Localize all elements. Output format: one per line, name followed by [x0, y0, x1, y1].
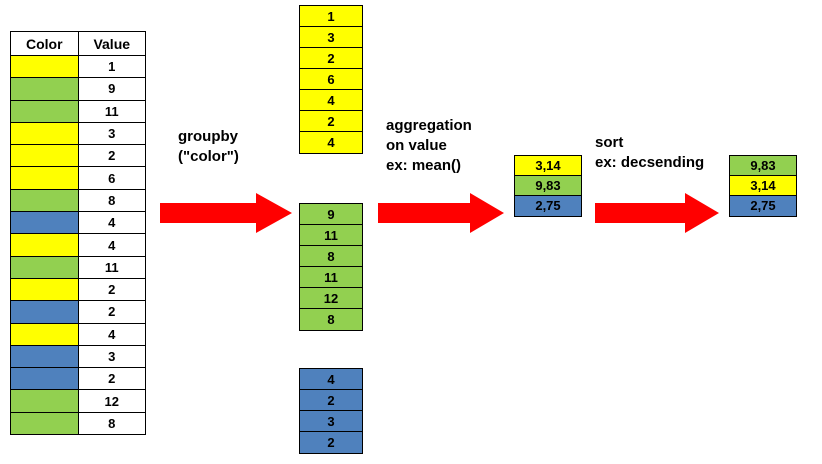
table-row: 9 — [10, 77, 146, 101]
aggregation-arrow-icon — [378, 193, 504, 233]
value-cell: 8 — [77, 411, 146, 436]
value-cell: 4 — [77, 322, 146, 346]
aggregation-cell: 3,14 — [515, 156, 581, 176]
table-row: 3 — [10, 121, 146, 146]
table-row: 2 — [10, 367, 146, 391]
group-cell: 6 — [300, 69, 362, 90]
group-cell: 8 — [300, 309, 362, 330]
value-cell: 3 — [77, 121, 146, 146]
group-cell: 2 — [300, 432, 362, 453]
sort-arrow-icon — [595, 193, 719, 233]
group-cell: 8 — [300, 246, 362, 267]
table-row: 11 — [10, 255, 146, 279]
group-cell: 1 — [300, 6, 362, 27]
color-swatch-cell — [10, 54, 79, 79]
group-cell: 4 — [300, 369, 362, 390]
table-row: 11 — [10, 99, 146, 123]
table-row: 1 — [10, 54, 146, 79]
color-swatch-cell — [10, 411, 79, 436]
group-cell: 11 — [300, 267, 362, 288]
groupby-arrow-icon — [160, 193, 292, 233]
table-row: 2 — [10, 144, 146, 168]
group-cell: 12 — [300, 288, 362, 309]
color-swatch-cell — [10, 300, 79, 324]
value-cell: 8 — [77, 188, 146, 213]
table-row: 2 — [10, 277, 146, 302]
color-swatch-cell — [10, 233, 79, 257]
color-swatch-cell — [10, 99, 79, 123]
group-cell: 9 — [300, 204, 362, 225]
group-cell: 3 — [300, 27, 362, 48]
color-swatch-cell — [10, 188, 79, 213]
group-cell: 3 — [300, 411, 362, 432]
table-row: 8 — [10, 411, 146, 436]
table-row: 6 — [10, 166, 146, 190]
column-header-value: Value — [77, 31, 146, 56]
value-cell: 2 — [77, 300, 146, 324]
value-cell: 9 — [77, 77, 146, 101]
column-header-color: Color — [10, 31, 79, 56]
color-swatch-cell — [10, 77, 79, 101]
sorted-cell: 2,75 — [730, 196, 796, 216]
color-swatch-cell — [10, 344, 79, 369]
aggregation-cell: 9,83 — [515, 176, 581, 196]
sorted-cell: 3,14 — [730, 176, 796, 196]
group-cell: 2 — [300, 48, 362, 69]
value-cell: 12 — [77, 389, 146, 413]
step-label-aggregation: aggregation on value ex: mean() — [386, 117, 472, 174]
sorted-cell: 9,83 — [730, 156, 796, 176]
table-row: 8 — [10, 188, 146, 213]
value-cell: 2 — [77, 367, 146, 391]
value-cell: 4 — [77, 233, 146, 257]
table-row: 3 — [10, 344, 146, 369]
step-label-groupby: groupby ("color") — [178, 128, 239, 165]
group-cell: 2 — [300, 390, 362, 411]
value-cell: 4 — [77, 211, 146, 235]
color-swatch-cell — [10, 166, 79, 190]
value-cell: 2 — [77, 144, 146, 168]
group-cell: 4 — [300, 90, 362, 111]
value-cell: 6 — [77, 166, 146, 190]
value-cell: 11 — [77, 99, 146, 123]
color-swatch-cell — [10, 322, 79, 346]
table-header-row: Color Value — [10, 31, 146, 56]
color-swatch-cell — [10, 144, 79, 168]
table-row: 4 — [10, 322, 146, 346]
color-swatch-cell — [10, 255, 79, 279]
color-swatch-cell — [10, 389, 79, 413]
table-row: 4 — [10, 211, 146, 235]
color-swatch-cell — [10, 277, 79, 302]
table-row: 12 — [10, 389, 146, 413]
group-cell: 11 — [300, 225, 362, 246]
step-label-sort: sort ex: decsending — [595, 134, 705, 171]
aggregation-cell: 2,75 — [515, 196, 581, 216]
value-cell: 11 — [77, 255, 146, 279]
table-row: 4 — [10, 233, 146, 257]
color-swatch-cell — [10, 121, 79, 146]
value-cell: 3 — [77, 344, 146, 369]
table-row: 2 — [10, 300, 146, 324]
group-cell: 2 — [300, 111, 362, 132]
color-swatch-cell — [10, 211, 79, 235]
group-cell: 4 — [300, 132, 362, 153]
value-cell: 1 — [77, 54, 146, 79]
value-cell: 2 — [77, 277, 146, 302]
color-swatch-cell — [10, 367, 79, 391]
